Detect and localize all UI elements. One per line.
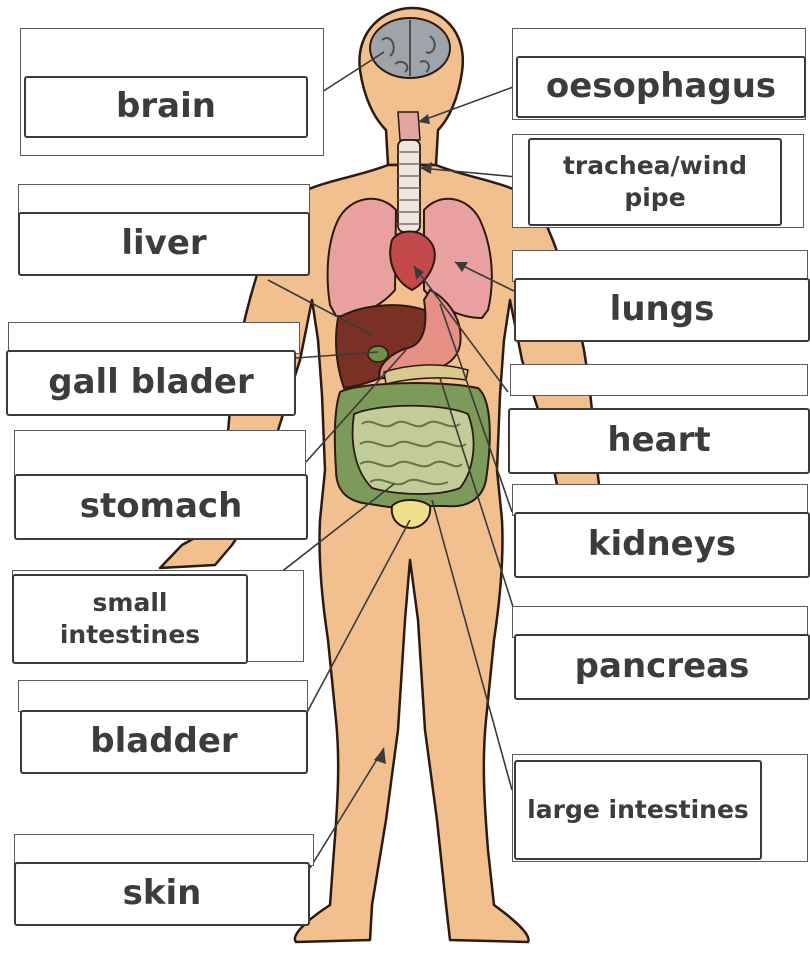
label-brain[interactable]: brain [24, 76, 308, 138]
label-bladder[interactable]: bladder [20, 710, 308, 774]
label-oesophagus[interactable]: oesophagus [516, 56, 806, 118]
small-intestine-organ [353, 406, 474, 494]
label-pancreas[interactable]: pancreas [514, 634, 810, 700]
label-skin[interactable]: skin [14, 862, 310, 926]
brain-organ [370, 18, 450, 78]
oesophagus-organ [398, 112, 420, 140]
label-gall-bladder[interactable]: gall blader [6, 350, 296, 416]
label-liver[interactable]: liver [18, 212, 310, 276]
label-trachea[interactable]: trachea/wind pipe [528, 138, 782, 226]
empty-answer-box-bladder[interactable] [18, 680, 308, 712]
empty-answer-box-heart[interactable] [510, 364, 808, 396]
label-kidneys[interactable]: kidneys [514, 512, 810, 578]
label-small-intestines[interactable]: small intestines [12, 574, 248, 664]
gall-bladder-organ [368, 346, 388, 362]
trachea-organ [398, 140, 420, 232]
empty-answer-box-stomach[interactable] [14, 430, 306, 476]
label-heart[interactable]: heart [508, 408, 810, 474]
label-stomach[interactable]: stomach [14, 474, 308, 540]
label-large-intestines[interactable]: large intestines [514, 760, 762, 860]
label-lungs[interactable]: lungs [514, 278, 810, 342]
